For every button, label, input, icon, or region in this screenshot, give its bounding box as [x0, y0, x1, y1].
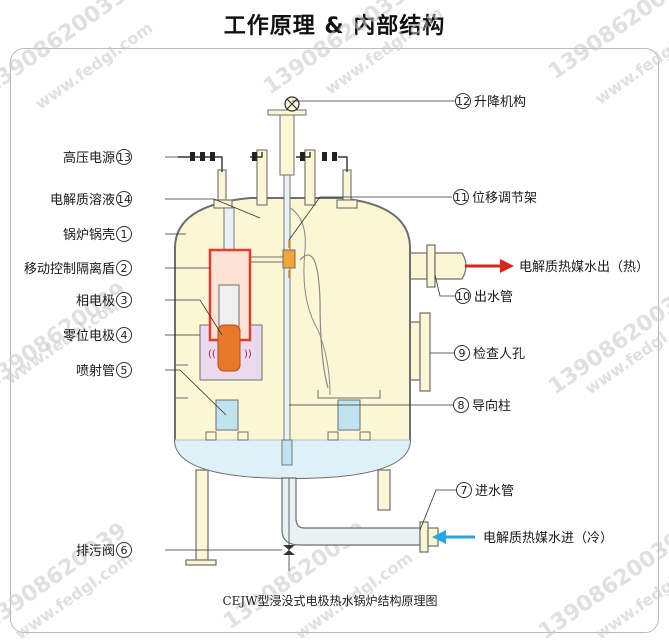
svg-text:14: 14	[117, 193, 131, 206]
svg-text:2: 2	[121, 262, 128, 275]
svg-text:((: ((	[208, 349, 216, 360]
svg-text:进水管: 进水管	[475, 484, 514, 499]
diagram-frame	[10, 48, 659, 633]
svg-text:9: 9	[459, 347, 466, 360]
lifting-mechanism	[267, 96, 307, 176]
svg-text:7: 7	[461, 484, 468, 497]
outlet-arrow	[465, 259, 514, 273]
callout-14: 电解质溶液 14	[50, 191, 132, 208]
svg-text:4: 4	[121, 329, 128, 342]
callout-4: 零位电极 4	[63, 327, 132, 344]
callout-13: 高压电源 13	[63, 149, 132, 166]
callout-6: 排污阀 6	[76, 542, 132, 559]
inlet-arrow	[432, 530, 475, 544]
svg-text:电解质溶液: 电解质溶液	[50, 193, 115, 208]
phase-electrode	[218, 284, 240, 328]
callout-5: 喷射管 5	[76, 362, 132, 379]
displacement-bracket	[249, 240, 296, 278]
svg-text:零位电极: 零位电极	[63, 329, 115, 344]
page-title: 工作原理 & 内部结构	[223, 14, 446, 39]
callout-2: 移动控制隔离盾 2	[24, 260, 132, 277]
svg-text:11: 11	[454, 191, 468, 204]
callout-1: 锅炉锅壳 1	[63, 226, 132, 243]
leader-lines	[165, 100, 456, 551]
guide-column	[281, 174, 293, 466]
svg-text:检查人孔: 检查人孔	[473, 347, 525, 362]
diagram-caption: CEJW型浸没式电极热水锅炉结构原理图	[222, 593, 437, 608]
outlet-pipe	[404, 244, 467, 288]
inlet-flow-label: 电解质热媒水进（冷）	[483, 531, 613, 546]
callout-12: 12 升降机构	[455, 93, 526, 110]
left-callouts: 高压电源 13 电解质溶液 14 锅炉锅壳 1 移动控制隔离盾 2 相电极 3 …	[24, 149, 132, 559]
svg-text:移动控制隔离盾: 移动控制隔离盾	[24, 261, 115, 277]
svg-text:3: 3	[121, 294, 128, 307]
drain-pipe	[283, 478, 295, 571]
right-callouts: 12 升降机构 11 位移调节架 10 出水管 9 检查人孔 8 导向柱 7 进…	[453, 93, 537, 499]
svg-text:相电极: 相电极	[76, 294, 115, 309]
hv-nozzles	[213, 149, 358, 209]
callout-7: 7 进水管	[456, 482, 514, 499]
svg-text:升降机构: 升降机构	[474, 95, 526, 110]
svg-text:锅炉锅壳: 锅炉锅壳	[63, 227, 115, 243]
svg-text:12: 12	[456, 95, 470, 108]
svg-text:10: 10	[456, 290, 470, 303]
svg-text:)): ))	[244, 349, 252, 360]
callout-8: 8 导向柱	[453, 397, 511, 414]
svg-text:排污阀: 排污阀	[76, 544, 115, 559]
svg-text:位移调节架: 位移调节架	[472, 191, 537, 206]
callout-10: 10 出水管	[455, 288, 513, 305]
inlet-pipe	[281, 477, 421, 546]
svg-text:导向柱: 导向柱	[472, 398, 511, 414]
svg-text:1: 1	[121, 228, 128, 241]
callout-11: 11 位移调节架	[453, 189, 537, 206]
callout-3: 相电极 3	[76, 292, 132, 309]
svg-text:喷射管: 喷射管	[76, 363, 115, 379]
svg-text:13: 13	[117, 151, 131, 164]
callout-9: 9 检查人孔	[454, 345, 525, 362]
support-legs	[185, 469, 391, 566]
svg-text:5: 5	[121, 364, 128, 377]
spray-pipes	[205, 390, 381, 441]
outlet-flow-label: 电解质热媒水出（热）	[519, 260, 649, 275]
svg-text:高压电源: 高压电源	[63, 150, 115, 166]
svg-text:出水管: 出水管	[474, 290, 513, 305]
svg-text:8: 8	[458, 399, 465, 412]
svg-text:6: 6	[121, 544, 128, 557]
